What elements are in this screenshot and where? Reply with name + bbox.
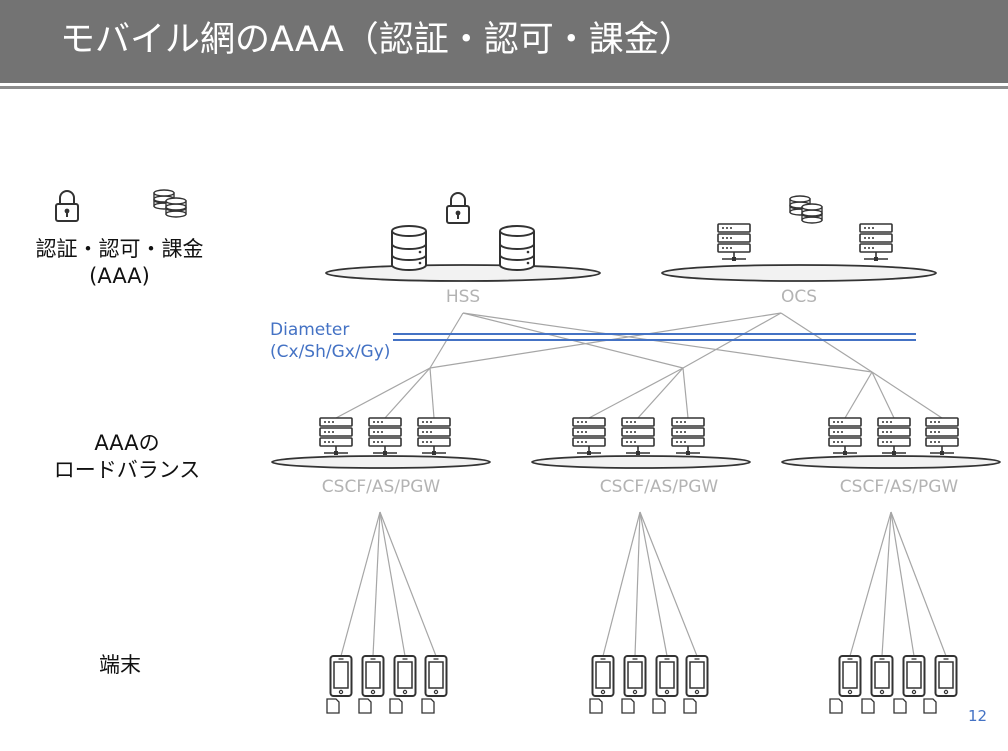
aaa-label: 認証・認可・課金 (AAA)	[22, 236, 217, 290]
smartphone-icon	[902, 655, 926, 697]
terminal-group-3	[829, 655, 958, 714]
lock-icon	[55, 190, 79, 222]
sim-card-icon	[421, 698, 435, 714]
terminal-group-1	[326, 655, 448, 714]
sim-card-icon	[861, 698, 875, 714]
server-icon	[621, 417, 655, 456]
ocs-label: OCS	[781, 287, 817, 307]
smartphone-icon	[838, 655, 862, 697]
load-balance-label: AAAの ロードバランス	[32, 430, 222, 484]
title-rule	[0, 86, 1008, 89]
sim-card-icon	[589, 698, 603, 714]
smartphone-icon	[329, 655, 353, 697]
sim-card-icon	[621, 698, 635, 714]
terminal-group-2	[589, 655, 709, 714]
server-icon	[859, 223, 893, 262]
aaa-label-line1: 認証・認可・課金	[35, 237, 204, 261]
sim-card-icon	[652, 698, 666, 714]
terminal-label: 端末	[99, 653, 141, 677]
aaa-label-line2: (AAA)	[89, 264, 150, 288]
aaa-links	[429, 312, 873, 373]
database-icon	[499, 225, 535, 271]
smartphone-icon	[591, 655, 615, 697]
cscf-network-1: CSCF/AS/PGW	[271, 417, 491, 497]
server-icon	[828, 417, 862, 456]
smartphone-icon	[623, 655, 647, 697]
lock-icon	[446, 192, 470, 224]
coins-icon	[154, 190, 186, 217]
server-icon	[368, 417, 402, 456]
slide-title: モバイル網のAAA（認証・認可・課金）	[60, 20, 694, 60]
sim-card-icon	[326, 698, 340, 714]
sim-card-icon	[923, 698, 937, 714]
coins-icon	[790, 196, 822, 223]
cscf-label-3: CSCF/AS/PGW	[840, 477, 959, 497]
smartphone-icon	[870, 655, 894, 697]
smartphone-icon	[685, 655, 709, 697]
load-balance-label-line1: AAAの	[94, 431, 160, 455]
sim-card-icon	[893, 698, 907, 714]
smartphone-icon	[393, 655, 417, 697]
sim-card-icon	[358, 698, 372, 714]
load-balance-label-line2: ロードバランス	[53, 458, 201, 482]
server-icon	[417, 417, 451, 456]
server-icon	[877, 417, 911, 456]
diameter-link	[393, 333, 916, 341]
diameter-label: Diameter (Cx/Sh/Gx/Gy)	[270, 319, 390, 363]
hss-label: HSS	[446, 287, 480, 307]
page-number: 12	[968, 707, 988, 725]
cscf-label-2: CSCF/AS/PGW	[600, 477, 719, 497]
sim-card-icon	[389, 698, 403, 714]
server-icon	[925, 417, 959, 456]
server-icon	[717, 223, 751, 262]
hss-network: HSS	[325, 192, 601, 307]
sim-card-icon	[683, 698, 697, 714]
sim-card-icon	[829, 698, 843, 714]
smartphone-icon	[361, 655, 385, 697]
ocs-network: OCS	[661, 196, 937, 307]
cscf-network-3: CSCF/AS/PGW	[781, 417, 1001, 497]
diameter-label-line1: Diameter	[270, 320, 350, 340]
database-icon	[391, 225, 427, 271]
smartphone-icon	[655, 655, 679, 697]
load-balance-links	[335, 367, 943, 419]
server-icon	[319, 417, 353, 456]
diameter-label-line2: (Cx/Sh/Gx/Gy)	[270, 342, 391, 362]
server-icon	[572, 417, 606, 456]
smartphone-icon	[424, 655, 448, 697]
cscf-label-1: CSCF/AS/PGW	[322, 477, 441, 497]
title-bar: モバイル網のAAA（認証・認可・課金）	[0, 0, 1008, 83]
cscf-network-2: CSCF/AS/PGW	[531, 417, 751, 497]
server-icon	[671, 417, 705, 456]
terminal-links	[340, 511, 947, 657]
smartphone-icon	[934, 655, 958, 697]
